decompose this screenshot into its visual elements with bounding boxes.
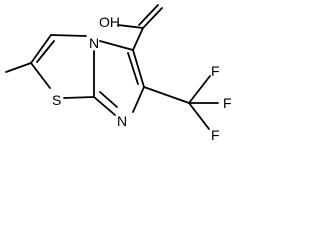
molecule-structure-drawing: OH N S N F F F: [5, 4, 232, 143]
bond-c2-s1: [30, 62, 51, 89]
bond-c6-c5: [132, 49, 145, 88]
bond-methyl: [5, 62, 32, 73]
bond-c-oh: [117, 24, 144, 29]
fluorine-bottom-label: F: [211, 127, 220, 143]
bond-c-o-double: [142, 7, 163, 29]
bond-c6-c5-inner: [127, 52, 139, 85]
bond-c2-c3-inner: [36, 40, 55, 63]
sulfur-label: S: [52, 92, 61, 108]
bond-c2-c3: [30, 34, 52, 64]
bond-n7-c6: [132, 86, 145, 113]
bond-s1-c7a: [63, 96, 95, 99]
bond-c5-n4: [99, 40, 134, 51]
bond-c3-n4: [50, 34, 87, 37]
nitrogen-bridgehead-label: N: [89, 35, 99, 51]
fluorine-right-label: F: [223, 95, 232, 111]
bonds: [5, 4, 219, 130]
fluorine-top-label: F: [211, 63, 220, 79]
bond-c-o-double-inner: [138, 4, 159, 26]
hydroxyl-label: OH: [99, 14, 120, 30]
nitrogen-ring-label: N: [117, 113, 127, 129]
atom-labels: OH N S N F F F: [52, 14, 232, 143]
bond-cf3-f-bottom: [188, 102, 210, 130]
bond-c5-ccooh: [132, 27, 144, 51]
bond-c6-cf3: [143, 86, 190, 104]
bond-cf3-f-top: [188, 75, 211, 104]
bond-c7a-n7-inner: [99, 91, 118, 108]
bond-c7a-n7: [93, 96, 116, 116]
